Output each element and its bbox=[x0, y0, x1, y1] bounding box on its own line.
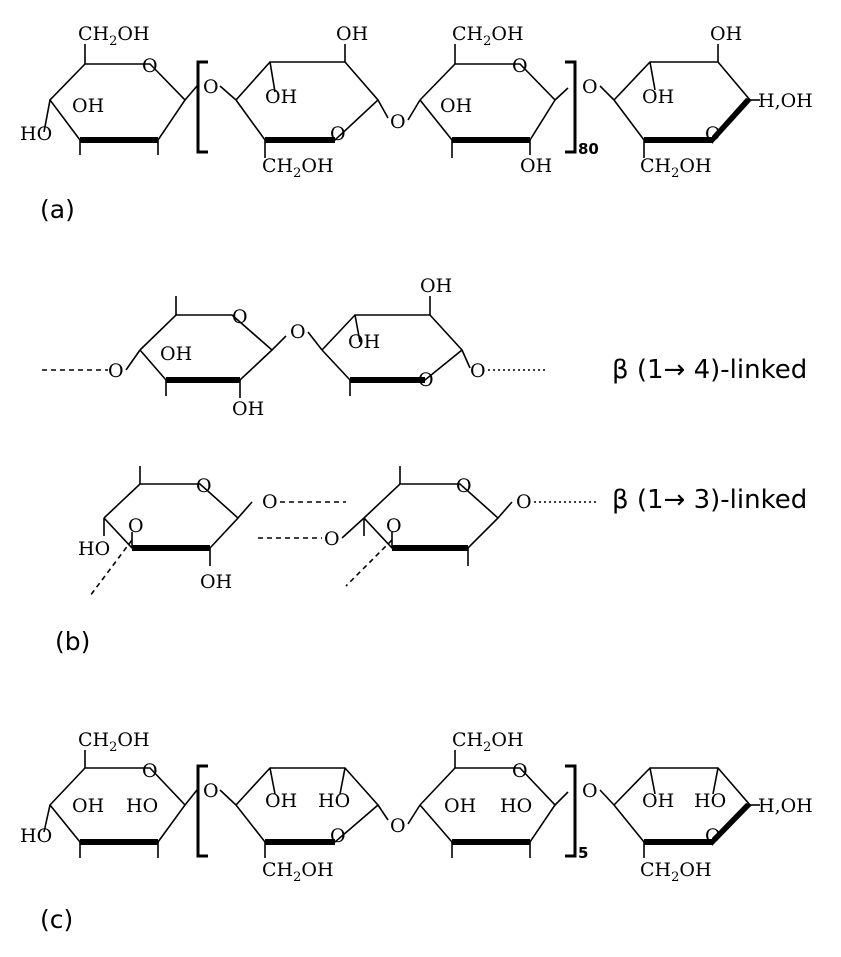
panel-a: CH2OH O OH HO O OH OH O CH2OH O bbox=[20, 23, 813, 224]
glycosidic-oxygen: O bbox=[582, 780, 598, 802]
panel-b-13: O O HO OH O O O O O β (1→ 3)-linked (b) bbox=[55, 466, 807, 656]
label-ho: HO bbox=[126, 795, 158, 817]
ring-oxygen: O bbox=[418, 369, 434, 391]
link-14-label: β (1→ 4)-linked bbox=[612, 355, 807, 385]
panel-a-caption: (a) bbox=[40, 195, 75, 224]
label-ho: HO bbox=[20, 123, 52, 145]
label-ch2oh: CH2OH bbox=[262, 155, 334, 181]
panel-c-ring-3 bbox=[419, 750, 569, 858]
label-ch2oh: CH2OH bbox=[452, 23, 524, 49]
glycosidic-oxygen: O bbox=[290, 321, 306, 343]
label-oh: OH bbox=[520, 155, 552, 177]
glycosidic-oxygen: O bbox=[582, 76, 598, 98]
ring-oxygen: O bbox=[456, 475, 472, 497]
panel-b-ring-3 bbox=[89, 466, 253, 597]
label-oh: OH bbox=[72, 95, 104, 117]
glycosidic-oxygen: O bbox=[262, 491, 278, 513]
panel-c-ring-4 bbox=[613, 767, 760, 858]
repeat-count: 5 bbox=[578, 844, 588, 862]
label-ho: HO bbox=[20, 825, 52, 847]
label-oh: OH bbox=[336, 23, 368, 45]
label-ho: HO bbox=[318, 790, 350, 812]
repeat-bracket-left bbox=[196, 764, 208, 858]
panel-c-ring-1 bbox=[43, 750, 198, 858]
ring-oxygen: O bbox=[196, 475, 212, 497]
label-oh: OH bbox=[642, 86, 674, 108]
label-oh: OH bbox=[348, 331, 380, 353]
label-ch2oh: CH2OH bbox=[78, 23, 150, 49]
repeat-count: 80 bbox=[578, 140, 599, 158]
glycosidic-oxygen: O bbox=[203, 780, 219, 802]
ring-oxygen: O bbox=[512, 55, 528, 77]
ring-oxygen: O bbox=[705, 123, 721, 145]
label-ho: HO bbox=[500, 795, 532, 817]
label-ho: HO bbox=[694, 790, 726, 812]
label-oh: OH bbox=[642, 790, 674, 812]
branch-oxygen: O bbox=[386, 515, 402, 537]
glycosidic-oxygen: O bbox=[390, 815, 406, 837]
repeat-bracket-right bbox=[565, 764, 577, 858]
label-oh: OH bbox=[265, 86, 297, 108]
ring-oxygen: O bbox=[330, 123, 346, 145]
panel-c-ring-2 bbox=[235, 767, 389, 858]
panel-a-ring-3 bbox=[419, 44, 569, 158]
repeat-bracket-right bbox=[565, 60, 577, 154]
ring-oxygen: O bbox=[142, 55, 158, 77]
branch-oxygen: O bbox=[128, 515, 144, 537]
label-oh: OH bbox=[710, 23, 742, 45]
ring-oxygen: O bbox=[232, 306, 248, 328]
panel-b-caption: (b) bbox=[55, 627, 90, 656]
panel-c: CH2OH O OH HO HO O OH HO O CH2OH O bbox=[20, 729, 813, 934]
glycosidic-oxygen: O bbox=[470, 360, 486, 382]
label-anomeric: H,OH bbox=[758, 795, 813, 817]
glycosidic-oxygen: O bbox=[108, 360, 124, 382]
repeat-bracket-left bbox=[196, 60, 208, 154]
ring-oxygen: O bbox=[330, 825, 346, 847]
label-oh: OH bbox=[440, 95, 472, 117]
label-oh: OH bbox=[160, 343, 192, 365]
label-ch2oh: CH2OH bbox=[262, 859, 334, 885]
label-oh: OH bbox=[444, 795, 476, 817]
ring-oxygen: O bbox=[142, 760, 158, 782]
panel-a-ring-1 bbox=[43, 44, 198, 155]
panel-c-caption: (c) bbox=[40, 905, 73, 934]
glycosidic-oxygen: O bbox=[516, 491, 532, 513]
panel-b-ring-4 bbox=[345, 466, 513, 587]
panel-b-14: O O OH OH O OH OH O O β (1→ 4)-linked bbox=[42, 275, 807, 420]
label-oh: OH bbox=[420, 275, 452, 297]
label-oh: OH bbox=[200, 571, 232, 593]
label-oh: OH bbox=[232, 398, 264, 420]
ring-oxygen: O bbox=[705, 825, 721, 847]
glycosidic-oxygen: O bbox=[390, 111, 406, 133]
panel-a-ring-4 bbox=[613, 44, 760, 158]
panel-a-ring-2 bbox=[235, 44, 389, 158]
label-ch2oh: CH2OH bbox=[640, 859, 712, 885]
panel-b-ring-2 bbox=[321, 296, 471, 396]
link-13-label: β (1→ 3)-linked bbox=[612, 485, 807, 515]
label-ch2oh: CH2OH bbox=[452, 729, 524, 755]
glycosidic-oxygen: O bbox=[203, 76, 219, 98]
label-ch2oh: CH2OH bbox=[78, 729, 150, 755]
label-oh: OH bbox=[72, 795, 104, 817]
label-ho: HO bbox=[78, 538, 110, 560]
label-anomeric: H,OH bbox=[758, 90, 813, 112]
label-ch2oh: CH2OH bbox=[640, 155, 712, 181]
glycosidic-oxygen: O bbox=[324, 528, 340, 550]
label-oh: OH bbox=[265, 790, 297, 812]
panel-b-ring-1 bbox=[139, 296, 287, 398]
ring-oxygen: O bbox=[512, 760, 528, 782]
